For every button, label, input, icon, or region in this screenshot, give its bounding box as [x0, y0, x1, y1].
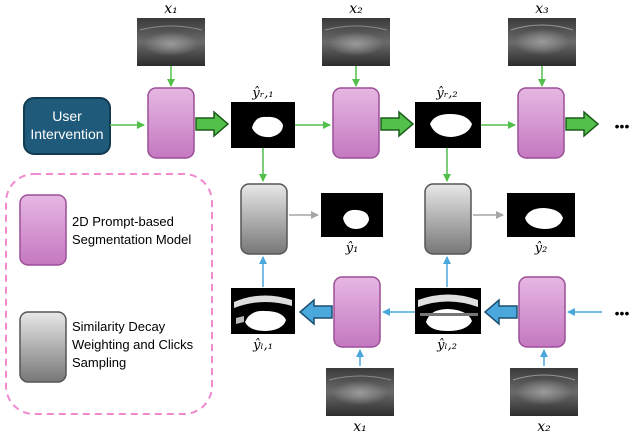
mask-y2 [507, 193, 575, 237]
thick-arrow-seg2-to-yr2 [380, 110, 415, 138]
input-image-top-3 [508, 18, 576, 66]
legend-border [5, 173, 213, 415]
mask-yl2 [415, 288, 481, 334]
legend-seg-line1: 2D Prompt-based [72, 214, 174, 229]
label-yl2: ŷₗ,₂ [436, 338, 457, 353]
input-image-top-2 [322, 18, 390, 66]
label-yr2: ŷᵣ,₂ [435, 86, 457, 101]
thick-arrow-seg-b1-to-yl1 [298, 298, 333, 326]
input-image-top-1 [137, 18, 205, 66]
user-intervention-box: User Intervention [23, 97, 111, 155]
label-yl1: ŷₗ,₁ [252, 338, 273, 353]
input-image-bottom-1 [326, 368, 394, 416]
label-y1: ŷ₁ [345, 241, 359, 256]
thick-arrow-seg-b2-to-yl2 [483, 298, 518, 326]
label-x3-top: x₃ [535, 1, 549, 17]
mask-yr2 [415, 102, 481, 148]
seg-model-top-2 [332, 87, 380, 159]
label-x1-bottom: x₁ [353, 419, 367, 435]
mask-yl1 [231, 288, 295, 334]
label-y2: ŷ₂ [534, 241, 548, 256]
legend-seg-line2: Segmentation Model [72, 232, 191, 247]
legend: 2D Prompt-based Segmentation Model Simil… [5, 173, 213, 415]
mask-yr1 [231, 102, 295, 148]
label-yr1: ŷᵣ,₁ [251, 86, 273, 101]
label-x2-top: x₂ [349, 1, 363, 17]
thick-arrow-seg1-to-yr1 [195, 110, 230, 138]
seg-model-bottom-2 [518, 276, 566, 348]
seg-model-top-3 [517, 87, 565, 159]
legend-seg-swatch [19, 194, 67, 266]
seg-model-top-1 [147, 87, 195, 159]
ellipsis-bottom: ••• [615, 305, 630, 321]
legend-sim-line3: Sampling [72, 355, 126, 370]
legend-sim-swatch [19, 311, 67, 383]
mask-y1 [321, 193, 383, 237]
legend-sim-line2: Weighting and Clicks [72, 337, 194, 352]
intervention-line1: User [52, 108, 82, 124]
similarity-box-1 [240, 183, 288, 255]
label-x2-bottom: x₂ [537, 419, 551, 435]
label-x1-top: x₁ [164, 1, 178, 17]
similarity-box-2 [424, 183, 472, 255]
input-image-bottom-2 [510, 368, 578, 416]
intervention-line2: Intervention [30, 126, 103, 142]
ellipsis-top: ••• [615, 118, 630, 134]
seg-model-bottom-1 [333, 276, 381, 348]
thick-arrow-seg3-out [565, 110, 600, 138]
legend-sim-line1: Similarity Decay [72, 319, 166, 334]
